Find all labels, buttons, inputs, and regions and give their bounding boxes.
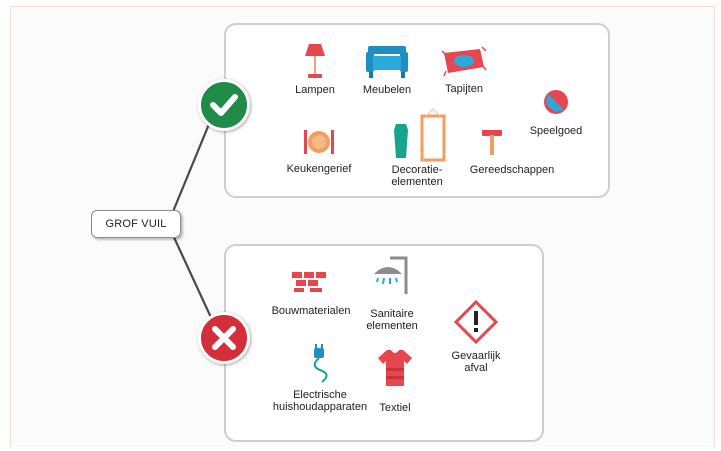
check-icon [210,94,238,116]
label-gereedschappen: Gereedschappen [469,164,555,176]
ball-icon [544,90,568,114]
forbidden-panel [224,244,544,442]
label-bouwmaterialen: Bouwmaterialen [271,305,351,317]
plug-cable-icon [313,344,328,383]
allowed-panel [224,23,610,198]
furniture-icon [366,46,408,78]
cross-icon [212,326,236,350]
bricks-icon [292,272,326,292]
vase-frame-icon [394,108,446,162]
plate-cutlery-icon [304,130,334,154]
label-gevaarlijk-line1: Gevaarlijk [451,350,501,362]
label-electrische-line1: Electrische [293,389,347,401]
label-lampen: Lampen [295,84,335,96]
label-sanitaire-line2: elementen [366,320,418,332]
label-tapijten: Tapijten [445,83,483,95]
tshirt-icon [378,350,412,386]
label-sanitaire-line1: Sanitaire [370,308,414,320]
connector-line-allowed [170,111,216,215]
forbidden-status-badge [198,312,250,364]
label-meubelen: Meubelen [362,84,412,96]
label-electrische-line2: huishoudapparaten [272,401,368,413]
rug-icon [441,46,487,77]
label-keukengerief: Keukengerief [286,163,352,175]
root-label: GROF VUIL [91,210,181,238]
label-gevaarlijk-line2: afval [464,362,488,374]
label-decoratie-line1: Decoratie- [391,164,443,176]
label-textiel: Textiel [379,402,411,414]
hammer-icon [482,130,502,155]
connector-line-forbidden [171,232,215,325]
shower-icon [374,256,408,294]
label-decoratie-line2: elementen [391,176,443,188]
label-speelgoed: Speelgoed [529,125,583,137]
allowed-status-badge [198,79,250,131]
hazard-icon [454,300,498,344]
lamp-icon [305,44,325,78]
